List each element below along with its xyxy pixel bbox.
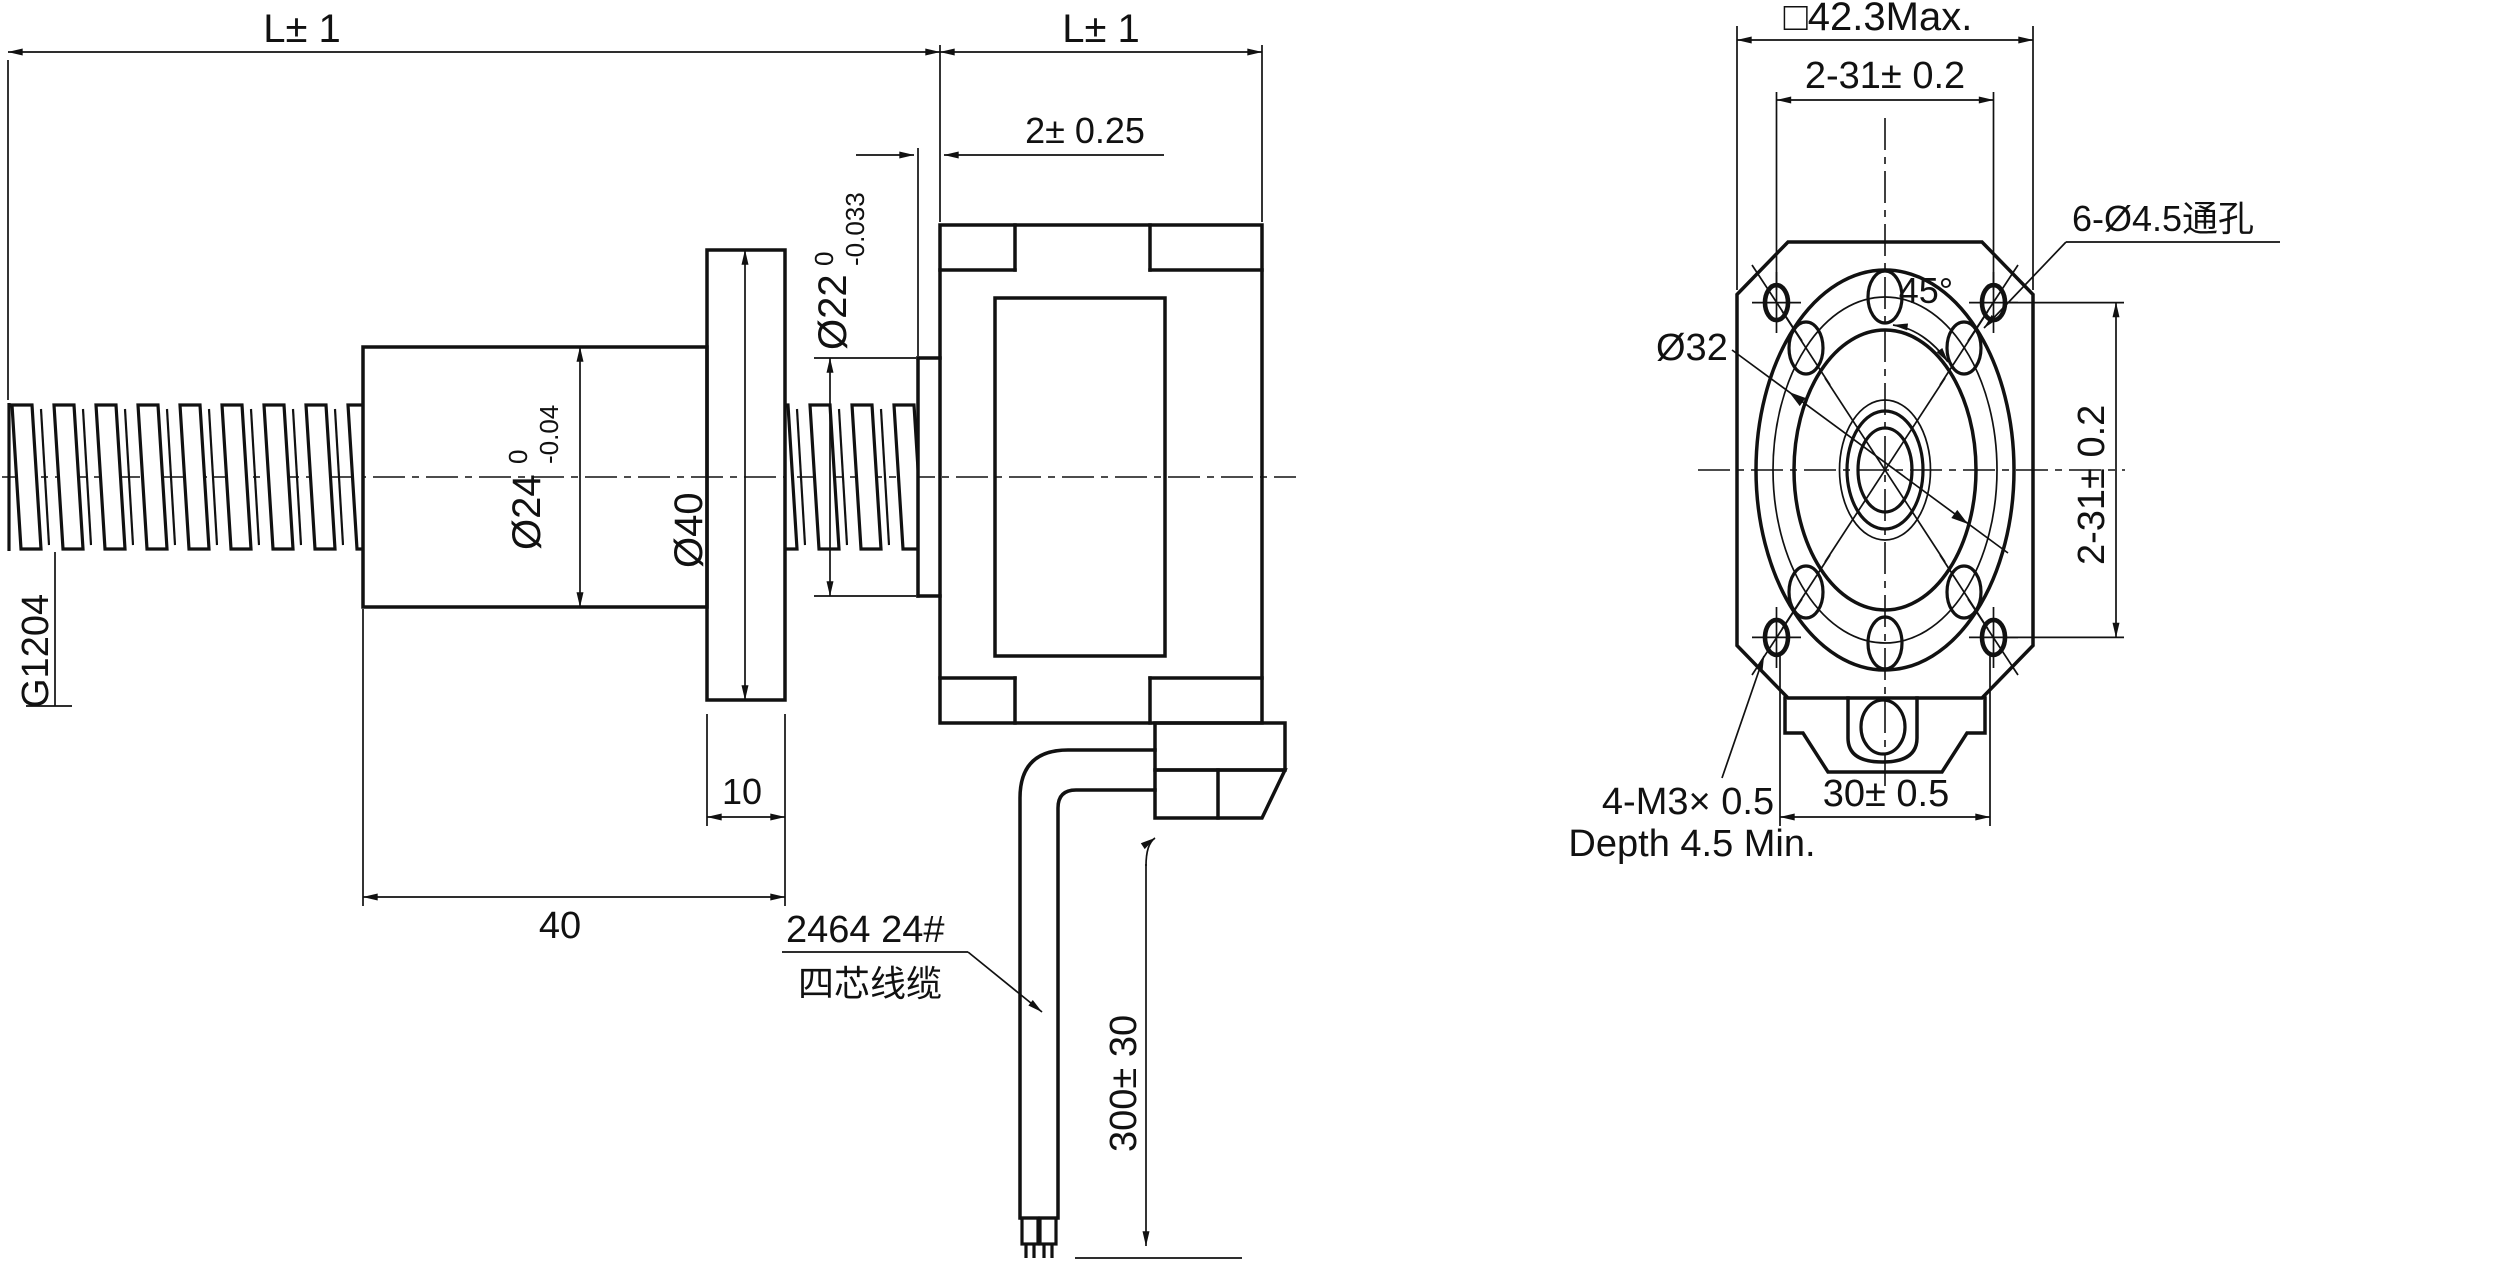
dim-text: □42.3Max.: [1784, 0, 1973, 39]
front-connector: [1783, 696, 1987, 774]
thread-band-right: [785, 403, 918, 551]
thread-spec-text: G1204: [15, 594, 57, 708]
dim-text: 45°: [1899, 270, 1953, 311]
dim-cable-length: 300± 30: [1075, 837, 1242, 1259]
connector-housing: [1153, 721, 1288, 820]
cable-label: 2464 24# 四芯线缆: [782, 909, 1043, 1013]
thread-band-left: [8, 403, 363, 551]
m3-tl-diag: [1751, 264, 1803, 342]
stator-stack: [993, 296, 1167, 658]
dim-d22: Ø22 0 -0.033: [809, 192, 916, 597]
leader-arrow: [1721, 655, 1765, 779]
dim-d24: Ø24 0 -0.04: [503, 346, 584, 608]
leader-arrow: [1983, 241, 2067, 329]
side-view: L± 1 L± 1 2± 0.25 Ø22 0 -0.033: [2, 7, 1296, 1259]
dim-bolt-circle: Ø32: [1656, 327, 2009, 554]
dim-nut-length: 40: [362, 609, 786, 947]
dim-angle-45: 45°: [1892, 270, 1953, 363]
m3-br-diag: [1967, 598, 2019, 676]
d24-lower-tol: -0.04: [534, 405, 564, 464]
label: G1204: [15, 594, 57, 708]
dim-pitch-horizontal: 2-31± 0.2: [1775, 55, 1995, 290]
center-cross-2: [1824, 377, 1946, 563]
label-tap-holes: 4-M3× 0.5 Depth 4.5 Min.: [1568, 655, 1816, 865]
pitch-vertical-text: 2-31± 0.2: [2071, 405, 2113, 565]
dim-text: 40: [539, 905, 581, 947]
arrow-lower-right: [1951, 509, 1968, 524]
angle-arc: [1892, 323, 1949, 363]
arrow-upper-left: [1789, 392, 1806, 407]
dim-text: 2± 0.25: [1025, 110, 1145, 151]
through-holes: [1781, 269, 1989, 671]
bolt-circle: [1772, 296, 1998, 644]
face-inner-circle: [1792, 328, 1978, 612]
screw-minor-circle: [1856, 426, 1914, 514]
front-view: □42.3Max. 2-31± 0.2 2-31± 0.2 30± 0.5: [1568, 0, 2280, 865]
d22-main: Ø22: [811, 274, 855, 350]
motor-outline: [938, 223, 1264, 725]
dim-text: Ø32: [1656, 327, 1728, 369]
leadscrew-thread-left: [7, 403, 363, 551]
dim-pitch-vertical: 2-31± 0.2: [2004, 301, 2124, 639]
cable-outer-edge: [1018, 748, 1157, 1220]
hole-top-left: [1787, 320, 1825, 376]
d24-upper-tol: 0: [503, 450, 533, 464]
connector-upper: [1153, 721, 1287, 772]
front-connector-outline: [1783, 696, 1987, 774]
cable-length-text: 300± 30: [1103, 1015, 1145, 1152]
label-through-holes: 6-Ø4.5通孔: [1983, 198, 2280, 329]
dim-text: L± 1: [263, 7, 341, 51]
leadscrew-thread-right: [785, 403, 918, 551]
dim-length-left: L± 1: [7, 7, 941, 400]
motor-body: [938, 223, 1264, 725]
label-text: 6-Ø4.5通孔: [2072, 198, 2254, 239]
front-connector-cutout: [1846, 696, 1919, 764]
dim-label: 300± 30: [1103, 1015, 1145, 1152]
label-line2: Depth 4.5 Min.: [1568, 823, 1815, 865]
connector-lower: [1153, 768, 1288, 820]
dim-text: 10: [722, 771, 762, 812]
dim-text: 30± 0.5: [1823, 773, 1950, 815]
top-arrow: [1140, 837, 1156, 867]
mounting-square: [1735, 240, 2035, 700]
front-connector-hole: [1859, 698, 1907, 756]
boss-circle: [1838, 399, 1932, 541]
m3-tr-diag: [1967, 264, 2019, 342]
d22-upper-tol: 0: [809, 252, 839, 266]
pilot-boss: [916, 356, 942, 598]
dim-length-right: L± 1: [939, 7, 1263, 222]
wire-terminal-1: [1020, 1216, 1040, 1246]
dim-text: L± 1: [1062, 7, 1140, 51]
dim-boss-height: 2± 0.25: [856, 110, 1164, 356]
dim-label: 2-31± 0.2: [2071, 405, 2113, 565]
dim-label: Ø24 0 -0.04: [503, 405, 564, 550]
hole-bottom-right: [1945, 564, 1983, 620]
cable-spec-text: 2464 24#: [786, 909, 945, 951]
cable-type-text: 四芯线缆: [798, 963, 942, 1004]
d24-main: Ø24: [505, 474, 549, 550]
d22-lower-tol: -0.033: [840, 192, 870, 266]
thread-spec-label: G1204: [15, 552, 72, 708]
dim-label: Ø40: [667, 492, 711, 568]
dim-flange-width: 10: [706, 714, 786, 906]
leader-arrow: [967, 951, 1043, 1013]
cable: [1018, 748, 1157, 1258]
cable-inner-edge: [1056, 788, 1157, 1220]
label-line1: 4-M3× 0.5: [1602, 781, 1774, 823]
hole-bottom: [1866, 615, 1904, 671]
dim-text: 2-31± 0.2: [1805, 55, 1965, 97]
dim-label: Ø22 0 -0.033: [809, 192, 870, 350]
hole-top: [1866, 269, 1904, 325]
dim-bottom-pitch: 30± 0.5: [1779, 652, 1991, 826]
d40-text: Ø40: [667, 492, 711, 568]
dim-square: □42.3Max.: [1736, 0, 2034, 290]
dim-d40: Ø40: [667, 249, 749, 701]
nut-flange: [705, 248, 787, 702]
hole-bottom-left: [1787, 564, 1825, 620]
screw-major-circle: [1845, 409, 1925, 531]
wire-terminal-2: [1038, 1216, 1058, 1246]
